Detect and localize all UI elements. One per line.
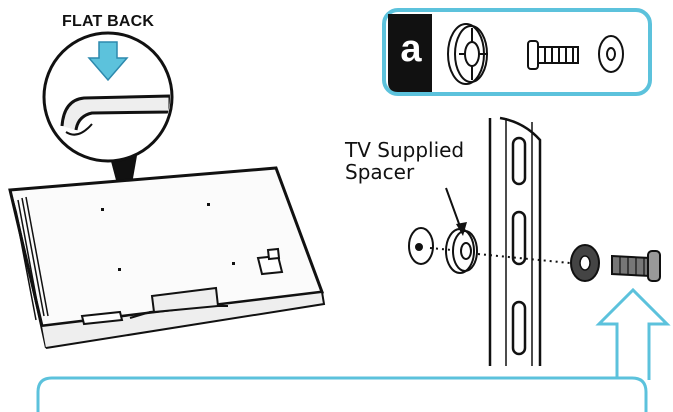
- spacer-text: Spacer: [345, 160, 415, 184]
- washer-exploded: [570, 244, 600, 282]
- mount-holes: [101, 203, 235, 271]
- down-arrow-icon: [87, 41, 129, 82]
- spacer-exploded: [445, 228, 478, 274]
- part-badge: [388, 14, 432, 92]
- parts-callout-box: [382, 8, 652, 96]
- part-letter-badge: a: [400, 28, 422, 70]
- tv-mount-hole: [408, 227, 434, 265]
- tv-supplied-spacer-label: TV Supplied Spacer: [345, 139, 464, 183]
- screw-part-icon: [527, 40, 579, 70]
- flat-back-label: FLAT BACK: [62, 13, 155, 30]
- spacer-part-icon: [447, 23, 488, 85]
- assembly-axis: [429, 247, 581, 265]
- up-arrow-icon: [595, 287, 671, 380]
- tv-supplied-text: TV Supplied: [345, 138, 465, 162]
- wall-bracket: [488, 116, 542, 366]
- screw-exploded: [611, 250, 661, 282]
- washer-part-icon: [598, 35, 624, 73]
- note-box: [36, 376, 648, 412]
- tv-back-illustration: [8, 166, 326, 349]
- flat-back-edge: [60, 94, 170, 131]
